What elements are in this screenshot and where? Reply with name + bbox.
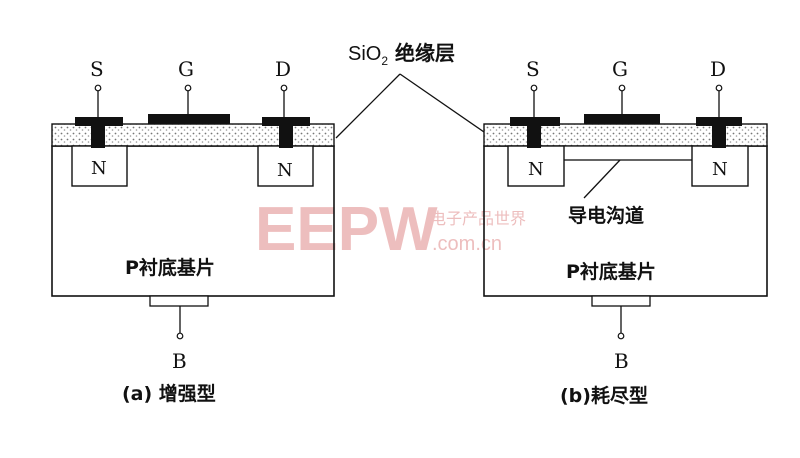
- right-source-label: S: [526, 57, 540, 81]
- left-body-terminal: [176, 332, 184, 340]
- left-n-region-source: [71, 145, 128, 187]
- oxide-pointer-left: [335, 73, 401, 139]
- watermark-url: .com.cn: [432, 233, 502, 255]
- left-gate-electrode: [148, 114, 230, 124]
- right-n-region-drain: [691, 145, 749, 187]
- right-n-label-source: N: [528, 159, 544, 180]
- right-n-label-drain: N: [712, 159, 728, 180]
- right-gate-terminal: [618, 84, 626, 92]
- right-substrate-label: P衬底基片: [566, 260, 656, 283]
- right-drain-via: [712, 117, 726, 148]
- right-body-terminal: [617, 332, 625, 340]
- oxide-label: SiO2 绝缘层: [348, 41, 455, 68]
- oxide-pointer-right: [399, 73, 485, 133]
- right-source-terminal: [530, 84, 538, 92]
- left-substrate-label: P衬底基片: [125, 256, 215, 279]
- left-n-label-drain: N: [277, 160, 293, 181]
- channel-pointer-line: [583, 159, 621, 199]
- watermark-cn-text: 电子产品世界: [430, 209, 526, 228]
- left-source-via: [91, 117, 105, 148]
- oxide-callout: SiO2 绝缘层: [335, 41, 485, 139]
- right-gate-label: G: [612, 57, 628, 81]
- watermark-brand: EEPW: [255, 195, 438, 264]
- left-drain-via: [279, 117, 293, 148]
- left-source-label: S: [90, 57, 104, 81]
- right-source-via: [527, 117, 541, 148]
- right-conductive-channel: [562, 145, 694, 161]
- watermark: EEPW 电子产品世界 .com.cn: [255, 195, 526, 264]
- left-device: N N S G D B P衬底基片 (a) 增强型: [51, 57, 335, 405]
- right-drain-terminal: [715, 84, 723, 92]
- left-caption: (a) 增强型: [122, 382, 216, 405]
- left-source-terminal: [94, 84, 102, 92]
- left-gate-terminal: [184, 84, 192, 92]
- right-gate-electrode: [584, 114, 660, 124]
- right-drain-label: D: [710, 57, 726, 81]
- left-drain-terminal: [280, 84, 288, 92]
- left-body-label: B: [172, 349, 187, 373]
- left-n-label-source: N: [91, 158, 107, 179]
- right-n-region-source: [507, 145, 565, 187]
- right-device: N N S G D 导电沟道 B P衬底基片 (b)耗尽型: [483, 57, 768, 407]
- right-body-contact: [591, 295, 651, 307]
- left-gate-label: G: [178, 57, 194, 81]
- left-drain-label: D: [275, 57, 291, 81]
- right-caption: (b)耗尽型: [560, 384, 648, 407]
- right-channel-label: 导电沟道: [568, 204, 644, 227]
- left-body-contact: [149, 295, 209, 307]
- right-body-label: B: [614, 349, 629, 373]
